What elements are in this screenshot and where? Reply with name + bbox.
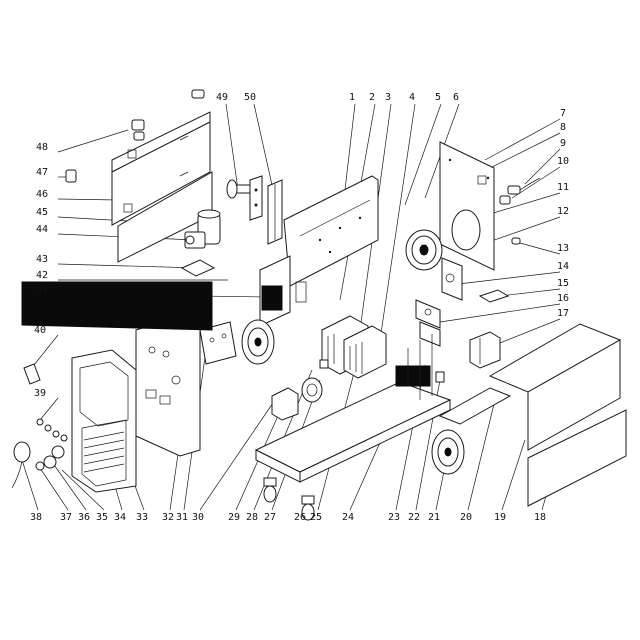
grommet	[511, 237, 521, 245]
callout-34: 34	[114, 512, 126, 523]
callout-46: 46	[36, 189, 48, 200]
callout-31: 31	[176, 512, 188, 523]
hinge-parts	[65, 89, 205, 183]
callout-30: 30	[192, 512, 204, 523]
callout-7: 7	[560, 108, 566, 119]
callout-29: 29	[228, 512, 240, 523]
callout-9: 9	[560, 138, 566, 149]
callout-10: 10	[557, 156, 569, 167]
cooling-fan	[405, 229, 443, 271]
wheels	[241, 319, 465, 521]
callout-37: 37	[60, 512, 72, 523]
callout-27: 27	[264, 512, 276, 523]
callout-48: 48	[36, 142, 48, 153]
callout-38: 38	[30, 512, 42, 523]
black-band	[21, 281, 213, 331]
callout-4: 4	[409, 92, 415, 103]
callout-40: 40	[34, 325, 46, 336]
callout-20: 20	[460, 512, 472, 523]
front-connectors	[11, 363, 68, 489]
base-chassis	[254, 334, 452, 483]
front-control-panel	[135, 315, 237, 457]
control-boards	[415, 257, 510, 347]
callout-24: 24	[342, 512, 354, 523]
bracket	[267, 179, 283, 245]
side-cover-panel	[111, 111, 213, 263]
callout-22: 22	[408, 512, 420, 523]
middle-partition	[259, 175, 379, 327]
callout-49: 49	[216, 92, 228, 103]
callout-3: 3	[385, 92, 391, 103]
callout-23: 23	[388, 512, 400, 523]
callout-25: 25	[310, 512, 322, 523]
callout-43: 43	[36, 254, 48, 265]
callout-35: 35	[96, 512, 108, 523]
wire-feed-motor	[180, 209, 221, 277]
callout-28: 28	[246, 512, 258, 523]
callout-36: 36	[78, 512, 90, 523]
callout-13: 13	[557, 243, 569, 254]
callout-41: 41	[36, 284, 48, 295]
callout-12: 12	[557, 206, 569, 217]
spool-holder	[226, 175, 263, 221]
internal-components	[271, 359, 445, 421]
callout-44: 44	[36, 224, 48, 235]
callout-11: 11	[557, 182, 569, 193]
callout-15: 15	[557, 278, 569, 289]
callout-18: 18	[534, 512, 546, 523]
callout-2: 2	[369, 92, 375, 103]
rear-panel	[439, 141, 495, 271]
callout-50: 50	[244, 92, 256, 103]
callout-19: 19	[494, 512, 506, 523]
callout-47: 47	[36, 167, 48, 178]
callout-39: 39	[34, 388, 46, 399]
callout-42: 42	[36, 270, 48, 281]
gas-valve	[499, 177, 541, 205]
callout-1: 1	[349, 92, 355, 103]
outer-covers	[438, 323, 627, 507]
callout-5: 5	[435, 92, 441, 103]
callout-14: 14	[557, 261, 569, 272]
callout-16: 16	[557, 293, 569, 304]
callout-6: 6	[453, 92, 459, 103]
callout-33: 33	[136, 512, 148, 523]
callout-21: 21	[428, 512, 440, 523]
front-bezel	[71, 349, 137, 493]
transformer	[469, 331, 501, 369]
callout-32: 32	[162, 512, 174, 523]
heatsink-modules	[321, 315, 387, 379]
callout-45: 45	[36, 207, 48, 218]
callout-17: 17	[557, 308, 569, 319]
callout-26: 26	[294, 512, 306, 523]
callout-8: 8	[560, 122, 566, 133]
